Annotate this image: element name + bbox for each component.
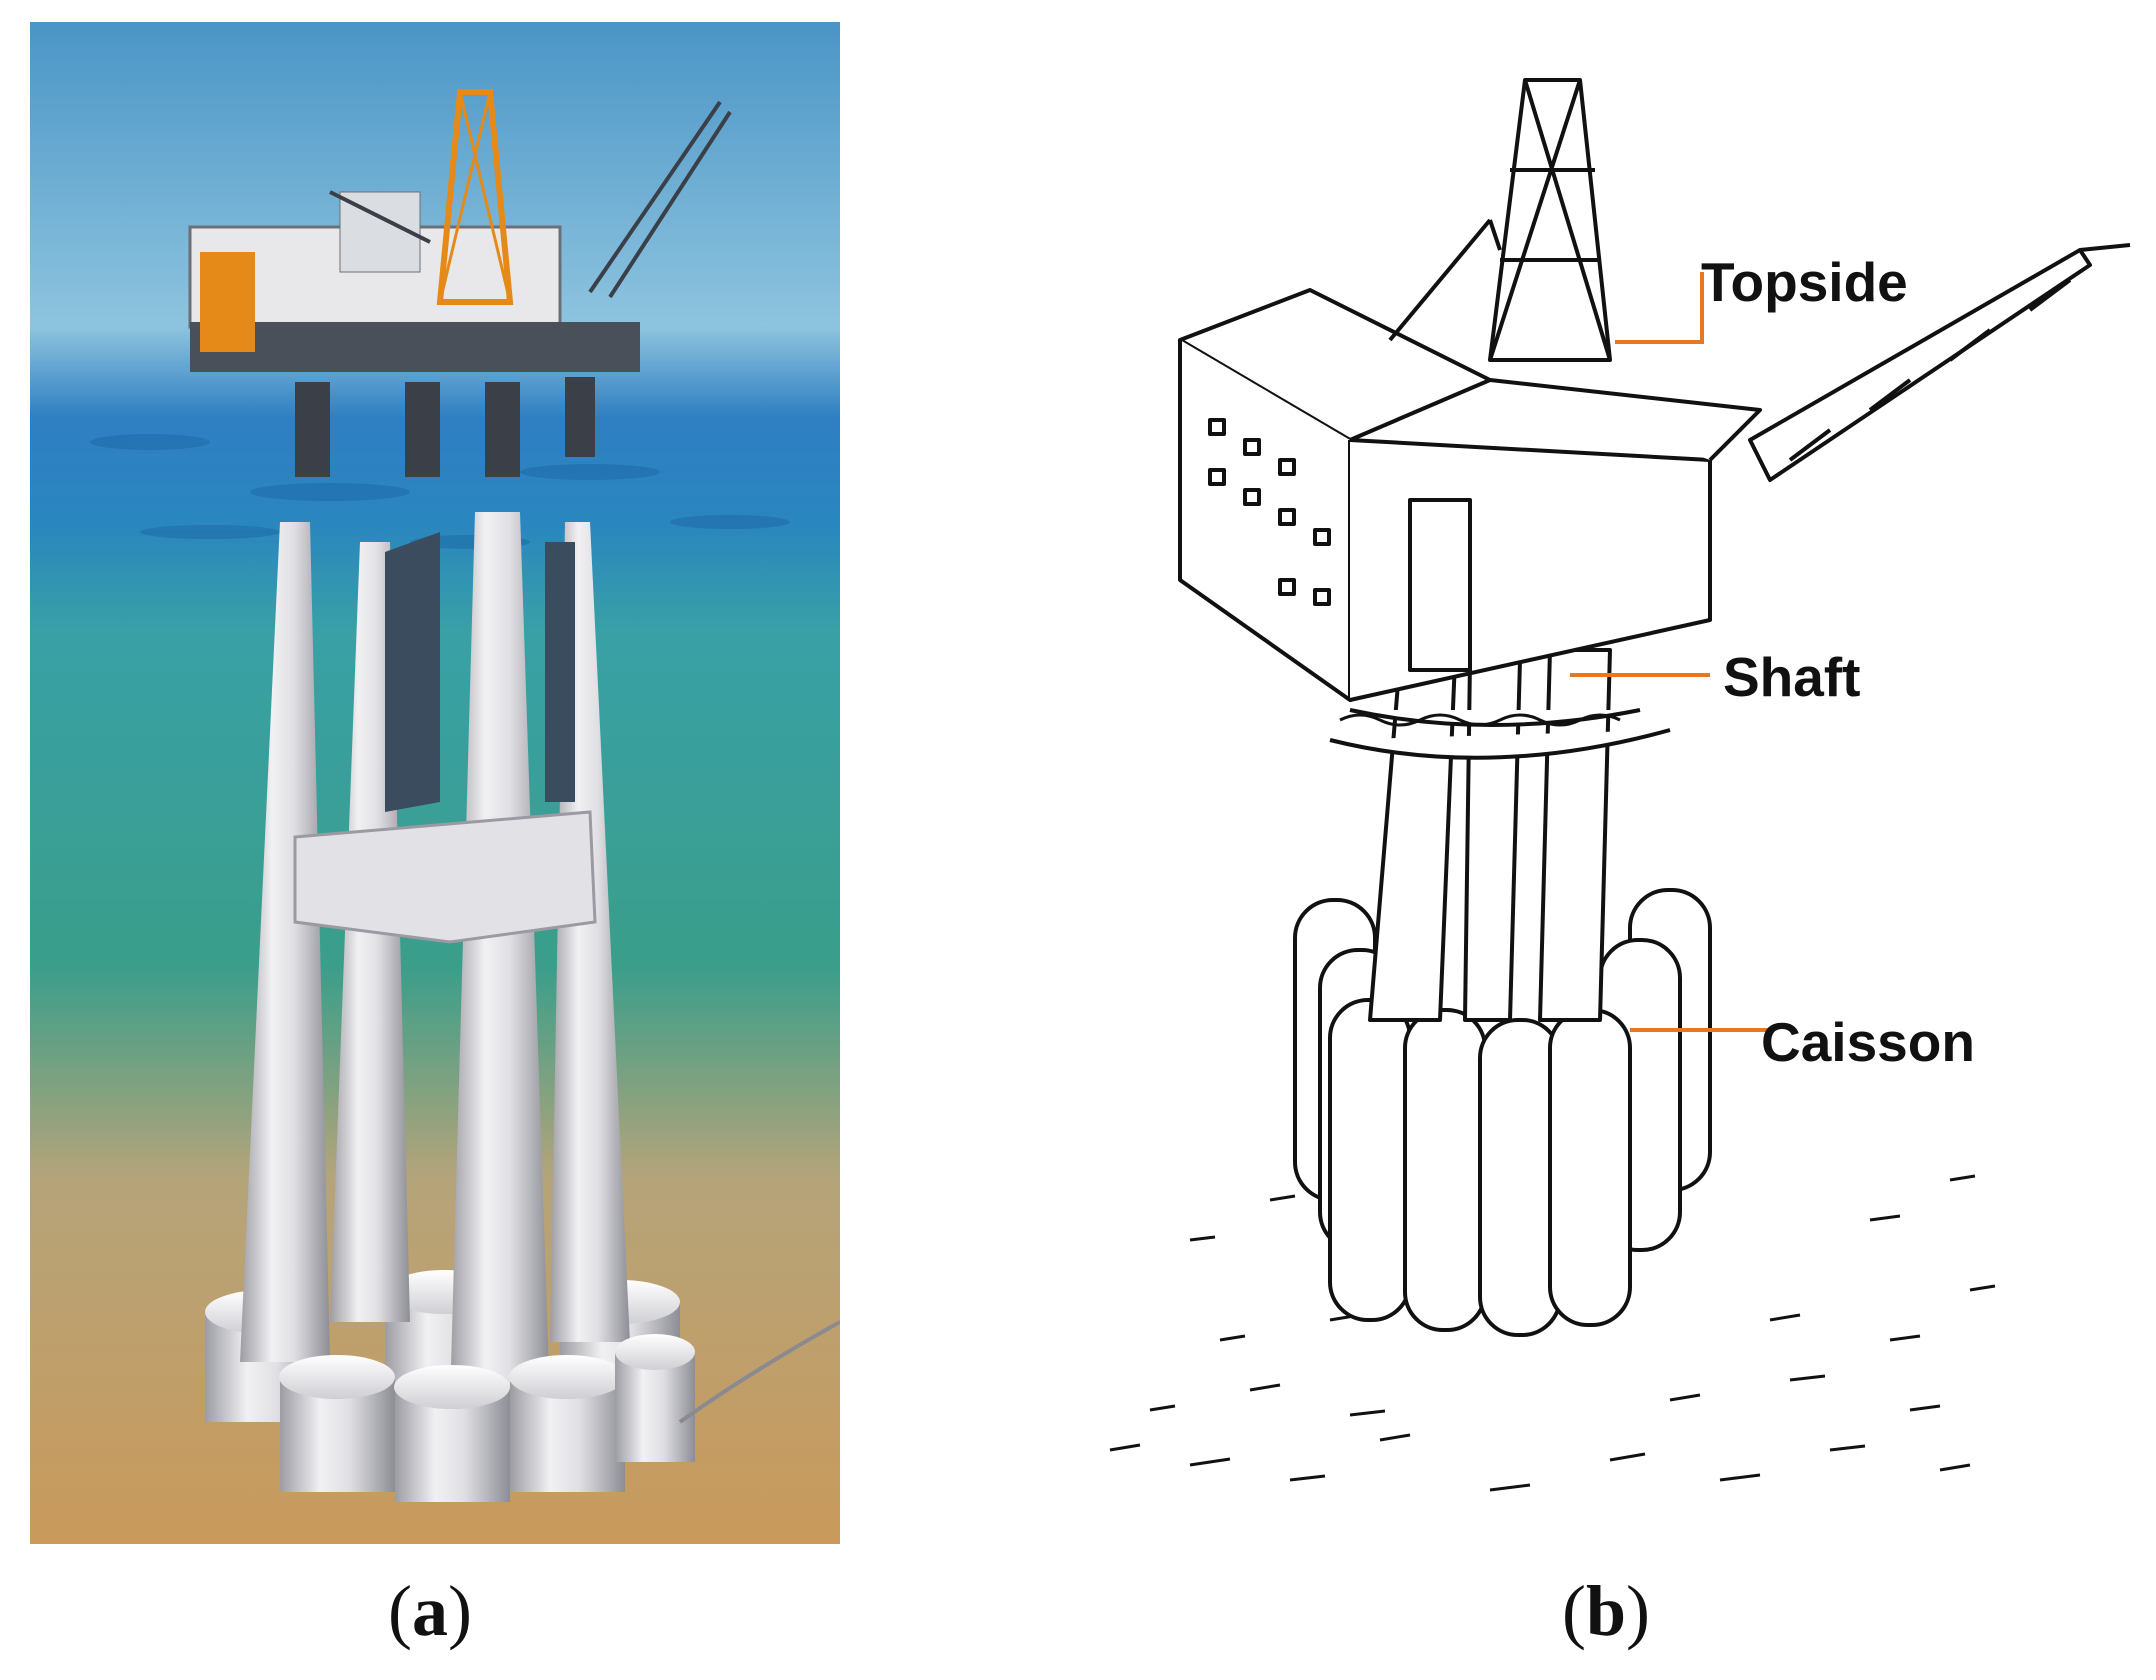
label-caisson: Caisson (1761, 1011, 1975, 1073)
leader-lines (1570, 272, 1770, 1032)
platform-line-drawing (1109, 78, 2131, 1492)
pipeline (678, 1320, 840, 1424)
caption-a-close: ) (448, 1571, 472, 1651)
caisson-front-row (279, 1334, 695, 1502)
seabed-hatching (1109, 1174, 1996, 1492)
caption-a-letter: a (412, 1571, 448, 1651)
caisson-cells (1293, 888, 1712, 1337)
caption-b-letter: b (1585, 1571, 1627, 1651)
crane-boom (329, 100, 732, 299)
topside-deck (188, 191, 640, 372)
shaft-ring-beam (293, 810, 597, 944)
caption-b-open: ( (1561, 1571, 1586, 1651)
caption-panel-a: (a) (330, 1570, 530, 1653)
crane-boom (1388, 218, 2131, 482)
drilling-derrick (1488, 78, 1612, 362)
label-shaft: Shaft (1723, 646, 1861, 708)
caption-panel-b: (b) (1506, 1570, 1706, 1653)
caption-a-open: ( (388, 1571, 412, 1651)
caption-b-close: ) (1626, 1571, 1650, 1651)
sea-surface (1339, 713, 1621, 727)
concrete-shafts (240, 512, 630, 1402)
topside-deck (1178, 288, 1762, 702)
concrete-shafts (1329, 648, 1671, 1022)
platform-legs (295, 377, 595, 477)
gravity-platform-illustration (30, 22, 840, 1544)
label-topside: Topside (1701, 251, 1908, 313)
